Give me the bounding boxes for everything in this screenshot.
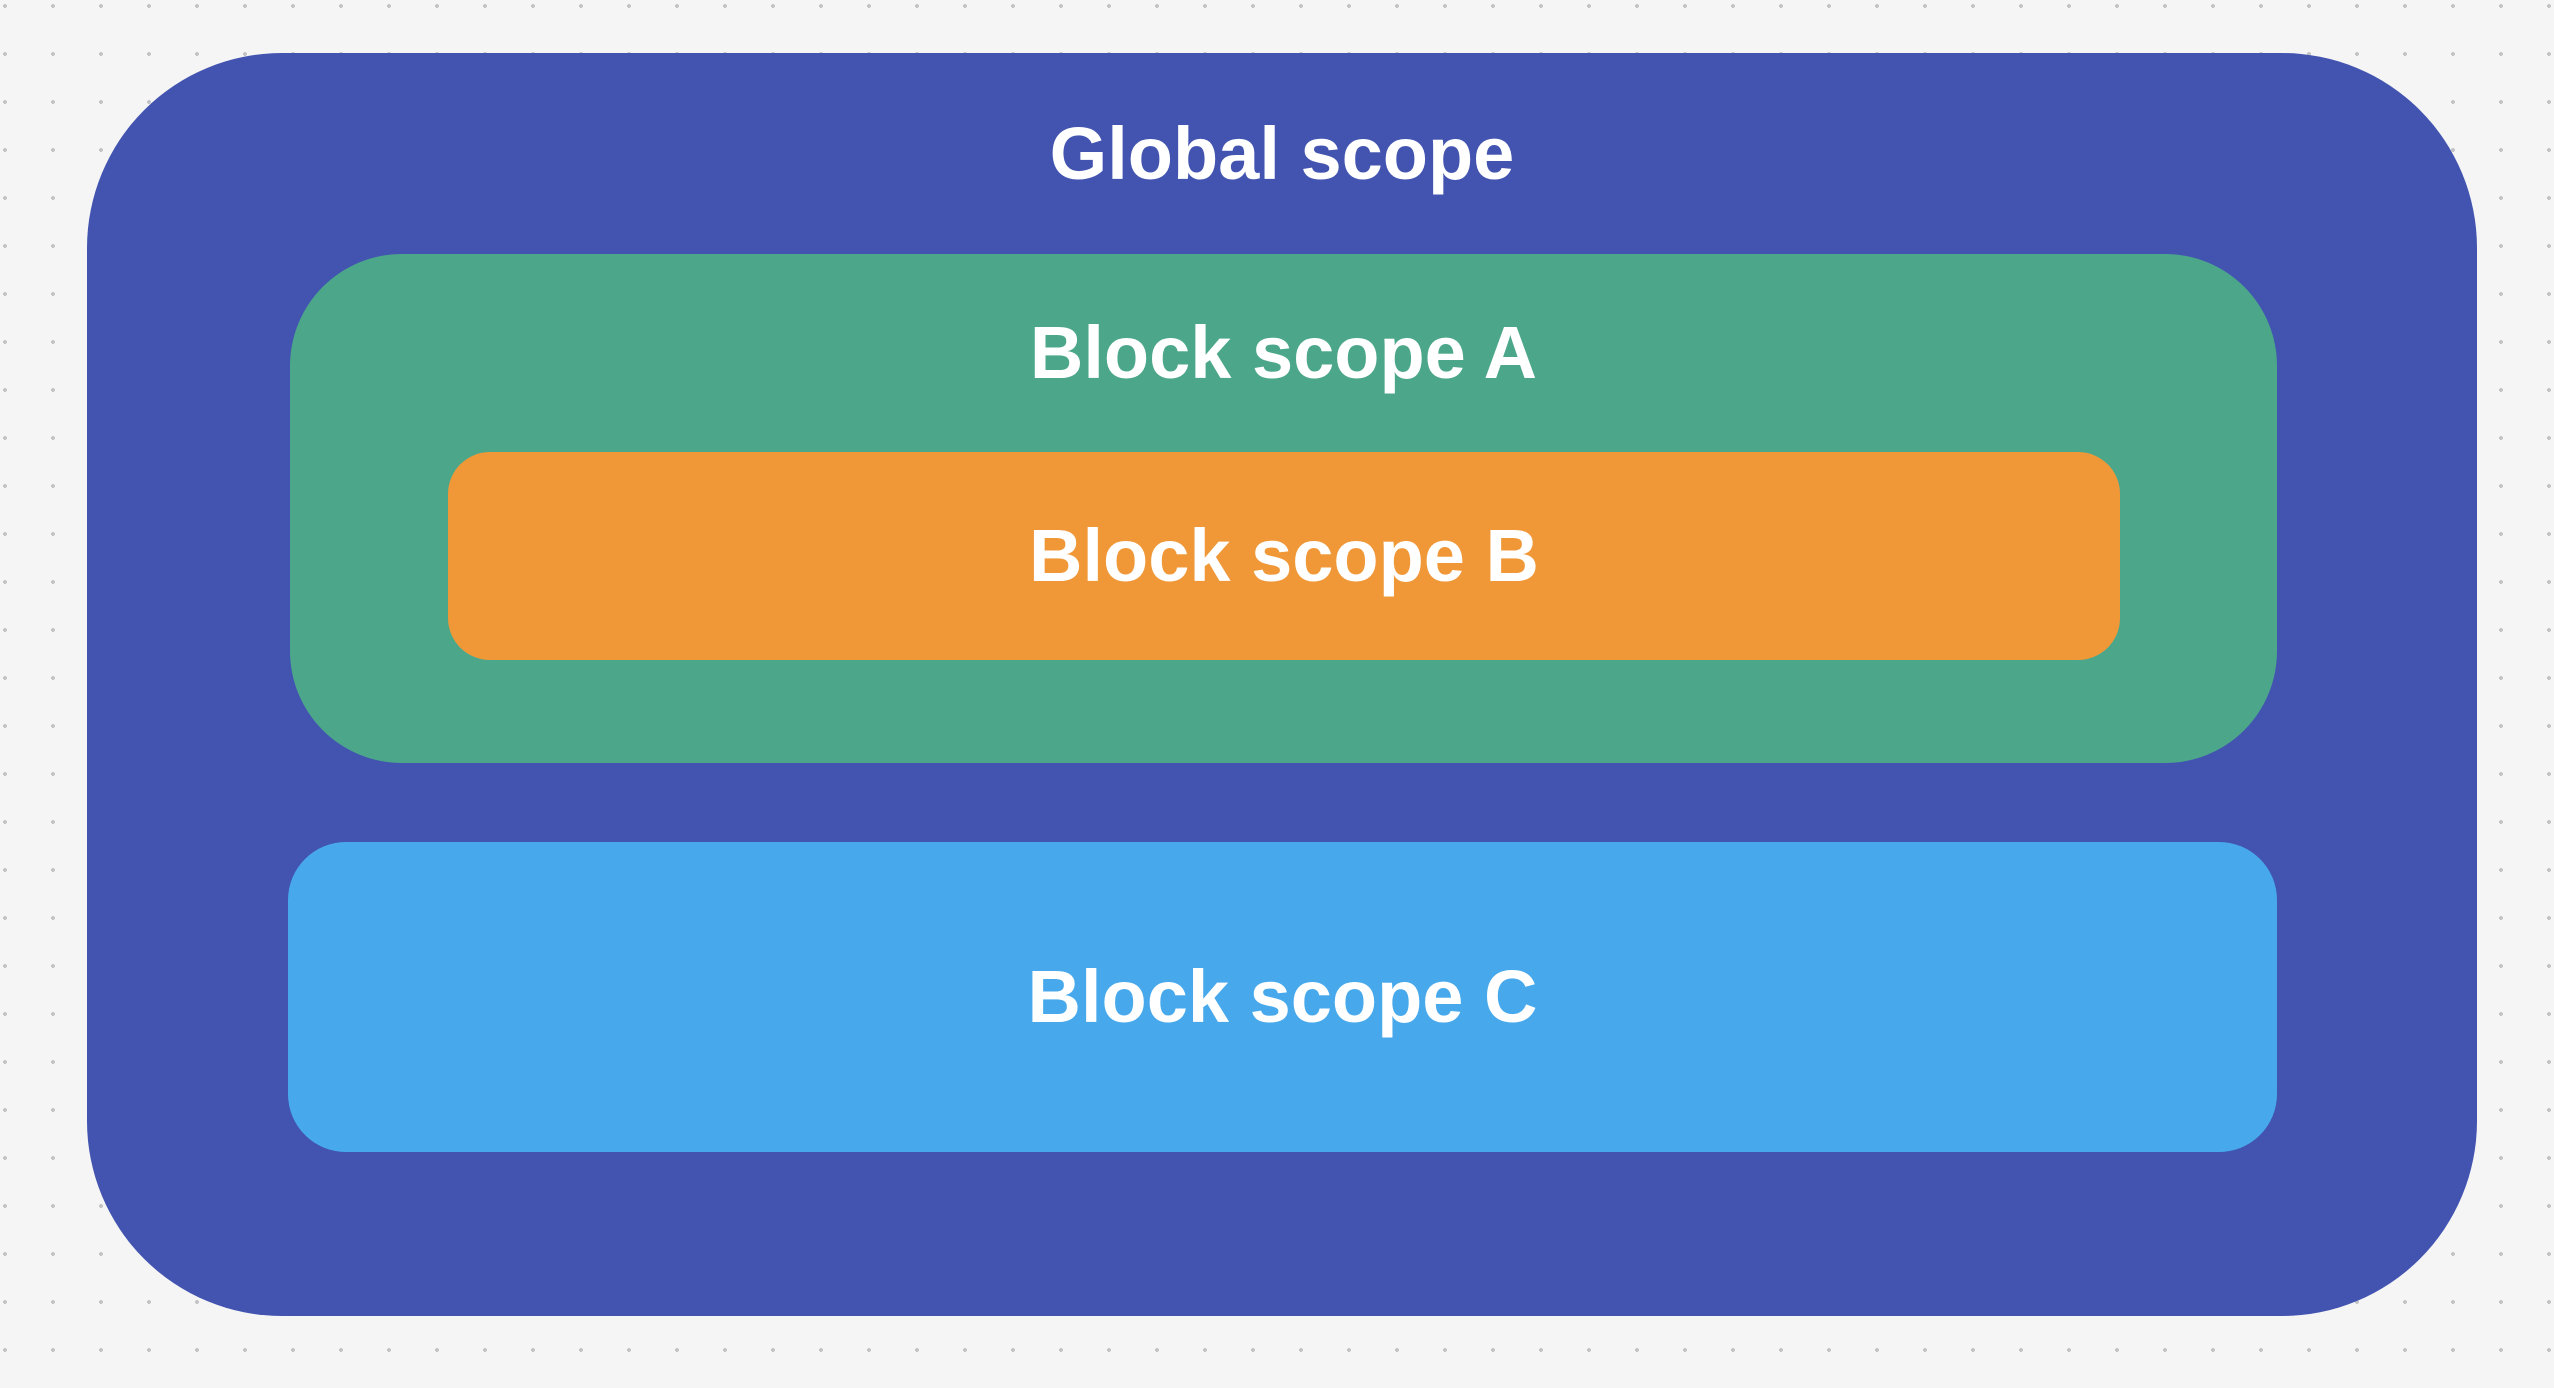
global-scope-title-zone: Global scope <box>87 53 2477 254</box>
block-scope-a-title-zone: Block scope A <box>290 254 2277 452</box>
global-scope-box: Global scope Block scope A Block scope B… <box>87 53 2477 1316</box>
block-scope-c-box: Block scope C <box>288 842 2277 1152</box>
block-scope-a-box: Block scope A Block scope B <box>290 254 2277 763</box>
block-scope-a-label: Block scope A <box>1029 311 1538 394</box>
block-scope-c-label: Block scope C <box>1027 955 1538 1038</box>
block-scope-b-box: Block scope B <box>448 452 2120 660</box>
block-scope-b-label: Block scope B <box>1029 514 1539 597</box>
global-scope-label: Global scope <box>1049 111 1515 195</box>
